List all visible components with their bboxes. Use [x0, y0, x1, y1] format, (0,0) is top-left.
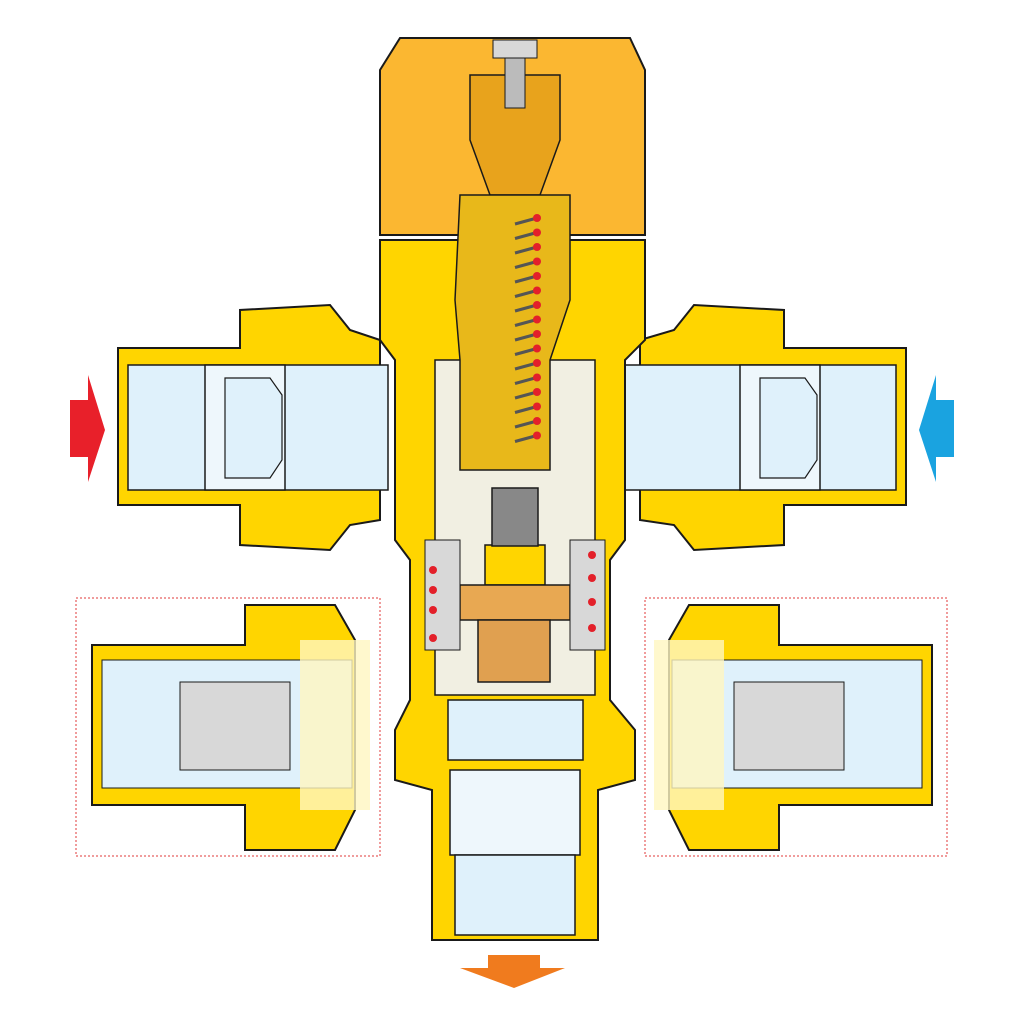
piston	[491, 487, 539, 547]
spring-coil-section	[533, 344, 541, 353]
spring-coil-section	[533, 402, 541, 411]
lower-spring-right	[569, 539, 606, 651]
spring-coil-section	[533, 330, 541, 338]
wax-element	[477, 619, 551, 683]
spring-coil-section	[533, 431, 541, 440]
lower-spring-left	[424, 539, 461, 651]
hot-inlet-arrow-icon	[70, 375, 105, 482]
mixed-outlet-arrow-icon	[460, 955, 565, 988]
left-inlet-fitting	[117, 303, 389, 552]
check-valve-inset-left	[75, 597, 381, 857]
spring-coil-section	[533, 243, 541, 251]
spring-coil-section	[533, 301, 541, 309]
spring-coil-section	[533, 228, 541, 237]
spring-coil-section	[533, 214, 541, 222]
spring-coil-section	[533, 286, 541, 295]
right-inlet-fitting	[609, 303, 907, 552]
outlet-water	[454, 854, 576, 936]
spring-coil-section	[533, 257, 541, 266]
spring-coil-section	[533, 417, 541, 425]
spring-coil-section	[533, 388, 541, 396]
check-valve-inset-right	[644, 597, 948, 857]
outlet-chamber	[447, 699, 584, 761]
cold-inlet-arrow-icon	[919, 375, 954, 482]
spring-coil-section	[533, 359, 541, 367]
outlet-nut	[449, 769, 581, 856]
spring-coil-section	[533, 373, 541, 382]
knob-screw	[492, 39, 538, 59]
spring-coil-section	[533, 272, 541, 280]
spindle-and-spring	[454, 194, 571, 471]
upper-spring	[514, 214, 541, 443]
thermostat-collar	[484, 544, 546, 586]
spring-coil-section	[533, 315, 541, 324]
adjustment-knob	[379, 37, 646, 236]
wax-element-head	[459, 584, 571, 621]
